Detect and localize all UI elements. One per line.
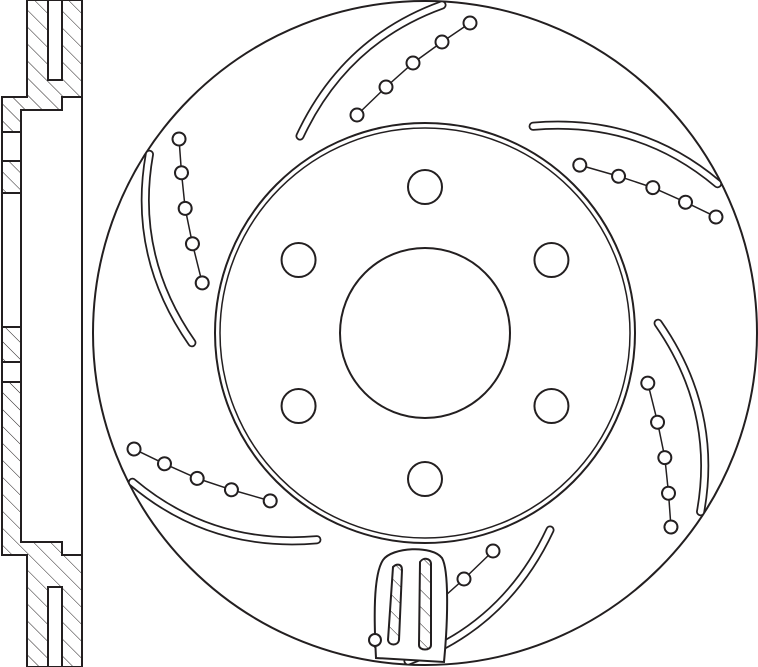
drill-hole <box>184 236 200 252</box>
center-bore <box>339 247 511 419</box>
front-view <box>92 0 758 666</box>
section-hole <box>1 192 22 328</box>
cross-section-view <box>1 0 83 667</box>
bolt-hole <box>407 169 443 205</box>
slot-and-drill-group <box>640 318 710 535</box>
section-inner-cavity <box>20 96 83 556</box>
bolt-hole <box>280 388 317 424</box>
vent-tab-slot-right <box>417 557 432 651</box>
section-hole <box>1 131 22 162</box>
slot-and-drill-group <box>126 441 322 546</box>
drill-hole <box>485 543 501 559</box>
drill-hole <box>126 441 142 457</box>
drill-hole <box>378 79 394 95</box>
hub-inner-ring <box>219 127 631 539</box>
drill-hole <box>708 209 724 225</box>
drill-hole <box>177 200 193 216</box>
bolt-hole <box>533 242 570 278</box>
drill-hole <box>173 165 189 181</box>
slot-and-drill-group <box>528 120 724 225</box>
slot-inner <box>655 320 708 515</box>
bolt-hole <box>280 242 317 278</box>
section-hole <box>1 361 22 383</box>
drill-hole <box>657 450 673 466</box>
slot-and-drill-group <box>295 0 478 141</box>
drill-hole <box>678 194 694 210</box>
drill-hole <box>434 34 450 50</box>
vent-slot-bottom <box>47 586 63 667</box>
slot-outline <box>295 0 447 141</box>
drill-hole <box>262 493 278 509</box>
drill-hole <box>661 485 677 501</box>
drill-hole <box>456 571 472 587</box>
hub-outer-ring <box>214 122 636 544</box>
drill-hole-partial <box>368 633 382 647</box>
drill-hole <box>189 470 205 486</box>
drill-hole <box>572 157 588 173</box>
bolt-hole <box>407 461 443 497</box>
slot-inner <box>129 479 320 544</box>
drill-hole <box>640 375 656 391</box>
slot-inner <box>142 151 195 346</box>
drill-hole <box>462 15 478 31</box>
slot-inner <box>530 122 721 187</box>
drill-hole <box>349 107 365 123</box>
bolt-hole <box>533 388 570 424</box>
vent-tab-outline <box>373 548 449 664</box>
vent-tab <box>368 548 449 664</box>
vent-slot-top <box>47 0 63 81</box>
slot-outline <box>528 120 723 189</box>
disc-outer-edge <box>92 0 758 666</box>
slot-and-drill-group <box>140 131 210 348</box>
vent-tab-slot-left <box>386 563 404 646</box>
drill-hole <box>156 456 172 472</box>
slot-outline <box>127 477 322 546</box>
drill-hole <box>223 482 239 498</box>
slot-outline <box>140 149 197 348</box>
drill-hole <box>194 275 210 291</box>
drill-hole <box>650 414 666 430</box>
drill-hole <box>405 55 421 71</box>
slot-inner <box>297 2 445 139</box>
drill-hole <box>171 131 187 147</box>
drill-hole <box>645 180 661 196</box>
drill-hole <box>611 168 627 184</box>
drill-hole <box>663 519 679 535</box>
